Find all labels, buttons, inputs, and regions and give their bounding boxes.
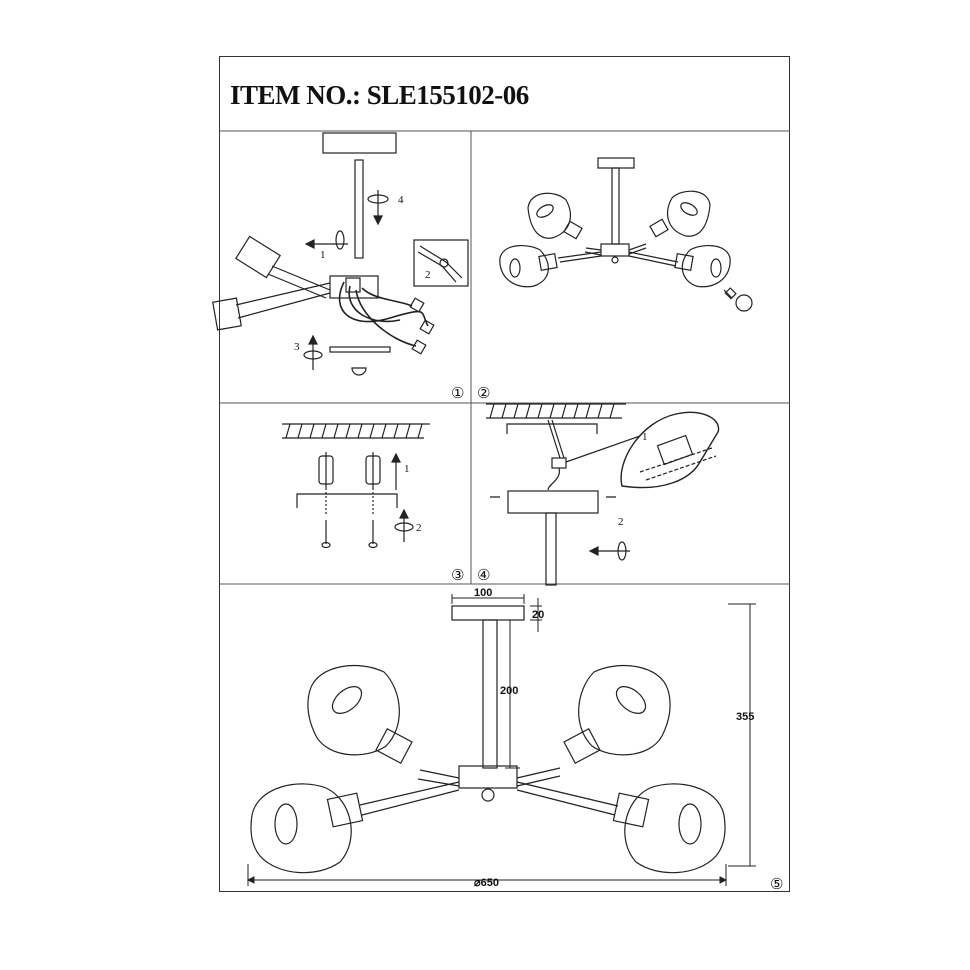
rotate-arrow-icon — [367, 190, 389, 226]
panel-step-4: 1 2 — [486, 403, 720, 586]
zoom-leader — [565, 435, 641, 463]
panel-dividers — [219, 130, 790, 585]
finial-cap — [351, 367, 367, 376]
hub-box — [600, 243, 630, 257]
panel-step-5: 100 20 200 355 ⌀650 — [246, 587, 756, 889]
hub-box — [458, 765, 518, 789]
rotate-arrow-icon — [394, 508, 414, 542]
light-bulb-icon — [723, 287, 753, 312]
dim-canopy-height: 20 — [532, 609, 544, 621]
callout-2: 2 — [416, 522, 422, 534]
cover-plate — [329, 346, 391, 353]
callout-2: 2 — [618, 516, 624, 528]
callout-1: 1 — [320, 249, 326, 261]
screw — [368, 520, 378, 549]
instruction-sheet — [219, 56, 790, 892]
supply-wire — [547, 419, 565, 459]
callout-1: 1 — [642, 431, 648, 443]
dim-rod-length: 200 — [500, 685, 518, 697]
wires — [338, 281, 429, 347]
canopy — [507, 490, 599, 514]
dimension-total-height — [728, 603, 756, 867]
fixture-wire — [547, 467, 560, 491]
rotate-arrow-icon — [588, 541, 630, 561]
panel-step-3: 1 2 — [282, 423, 430, 549]
step-number-5: ⑤ — [770, 875, 783, 893]
down-rod — [482, 619, 498, 769]
lamp-arms — [359, 767, 619, 816]
dimension-rod-length — [505, 619, 520, 769]
callout-3: 3 — [294, 341, 300, 353]
dimension-diameter — [246, 864, 728, 886]
hub-box — [329, 275, 379, 299]
lamp-shade — [307, 665, 413, 764]
dim-canopy-width: 100 — [474, 587, 492, 599]
terminal-block — [551, 457, 567, 469]
lamp-arm-left-upper — [235, 235, 331, 299]
lamp-arm-left-lower — [212, 282, 331, 331]
step-number-3: ③ — [451, 566, 464, 584]
pliers-icon — [413, 239, 469, 287]
rotate-arrow-icon — [303, 334, 323, 370]
mounting-bracket — [506, 423, 598, 434]
rotate-arrow-icon — [304, 230, 348, 250]
item-number-title: ITEM NO.: SLE155102-06 — [230, 80, 529, 110]
step-number-1: ① — [451, 384, 464, 402]
down-rod — [611, 167, 620, 245]
wall-anchor — [318, 452, 334, 515]
lamp-shade — [527, 192, 583, 240]
down-rod — [545, 512, 557, 586]
callout-4: 4 — [398, 194, 404, 206]
canopy-plate — [322, 132, 397, 154]
mounting-bracket — [296, 493, 398, 508]
lamp-shade — [250, 783, 364, 874]
arrow-up-icon — [391, 452, 401, 490]
lamp-shade — [499, 245, 558, 288]
wall-anchor — [365, 452, 381, 515]
lamp-shade — [649, 190, 711, 238]
ceiling-hatch — [282, 423, 430, 439]
lamp-shade — [563, 665, 671, 764]
callout-1: 1 — [404, 463, 410, 475]
canopy-plate — [451, 605, 525, 621]
terminal-detail-magnified — [620, 411, 720, 489]
dimension-canopy-height — [530, 598, 542, 632]
down-rod — [354, 159, 364, 259]
step-number-2: ② — [477, 384, 490, 402]
dimension-canopy-width — [451, 594, 525, 604]
panel-step-2 — [499, 157, 753, 312]
callout-2: 2 — [425, 269, 431, 281]
step-number-4: ④ — [477, 566, 490, 584]
panel-step-1: 4 1 — [212, 132, 469, 376]
ceiling-hatch — [486, 403, 626, 419]
canopy-plate — [597, 157, 635, 169]
wire-connectors — [409, 297, 435, 355]
screw — [321, 520, 331, 549]
dim-diameter: ⌀650 — [474, 877, 499, 889]
lamp-shade — [674, 245, 731, 288]
lamp-shade — [612, 783, 726, 874]
dim-total-height: 355 — [736, 711, 754, 723]
